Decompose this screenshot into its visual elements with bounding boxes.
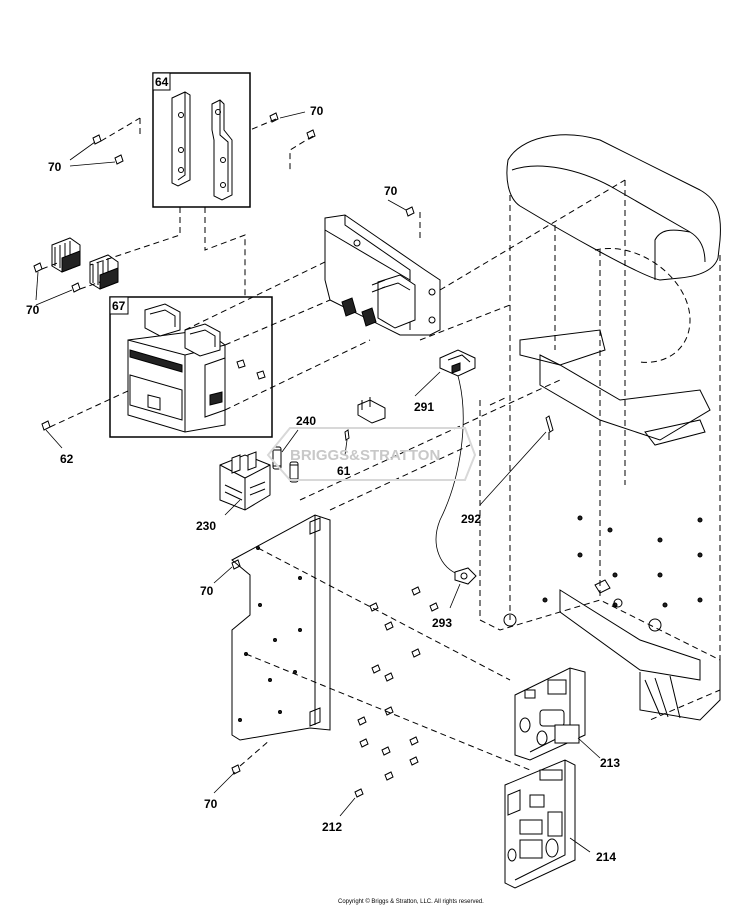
circuit-board-214 <box>504 759 576 889</box>
callout-64: 64 <box>155 75 169 89</box>
screw-70-plate-top <box>231 559 241 570</box>
screw-70-bracket <box>405 206 415 217</box>
callout-70-heatsink: 70 <box>26 303 40 317</box>
bracket-pair <box>171 91 233 201</box>
mounting-bracket <box>324 214 441 336</box>
callout-67: 67 <box>112 299 126 313</box>
callout-293: 293 <box>432 616 452 630</box>
callout-214: 214 <box>596 850 616 864</box>
sensor-harness <box>435 349 554 585</box>
callout-213: 213 <box>600 756 620 770</box>
leader-lines <box>35 111 601 853</box>
callout-70-plate-bottom: 70 <box>204 797 218 811</box>
callout-291: 291 <box>414 400 434 414</box>
callout-61: 61 <box>337 464 351 478</box>
callout-240: 240 <box>296 414 316 428</box>
screw-set-70-top <box>92 112 316 170</box>
callout-292: 292 <box>461 512 481 526</box>
generator-enclosure <box>479 134 721 721</box>
mounting-plate <box>231 514 331 741</box>
callout-70-top-left: 70 <box>48 160 62 174</box>
callout-70-plate-top: 70 <box>200 584 214 598</box>
screw-70-plate-bottom <box>231 764 241 775</box>
kit-67-group: 67 <box>109 296 273 438</box>
circuit-board-213 <box>514 667 586 761</box>
fuse-holder-230 <box>219 451 271 511</box>
copyright-notice: Copyright © Briggs & Stratton, LLC. All … <box>338 898 484 905</box>
screw-62 <box>41 420 51 431</box>
callout-230: 230 <box>196 519 216 533</box>
callout-70-bracket: 70 <box>384 184 398 198</box>
clip-61 <box>344 397 386 441</box>
callout-70-top-right: 70 <box>310 104 324 118</box>
callout-212: 212 <box>322 820 342 834</box>
callout-62: 62 <box>60 452 74 466</box>
svg-text:BRIGGS&STRATTON: BRIGGS&STRATTON <box>290 447 440 464</box>
kit-64-group: 64 <box>152 72 251 208</box>
watermark: BRIGGS&STRATTON <box>266 427 477 481</box>
kit-64-box <box>152 72 251 208</box>
standoffs-212 <box>354 586 439 798</box>
heat-sinks <box>33 237 119 293</box>
